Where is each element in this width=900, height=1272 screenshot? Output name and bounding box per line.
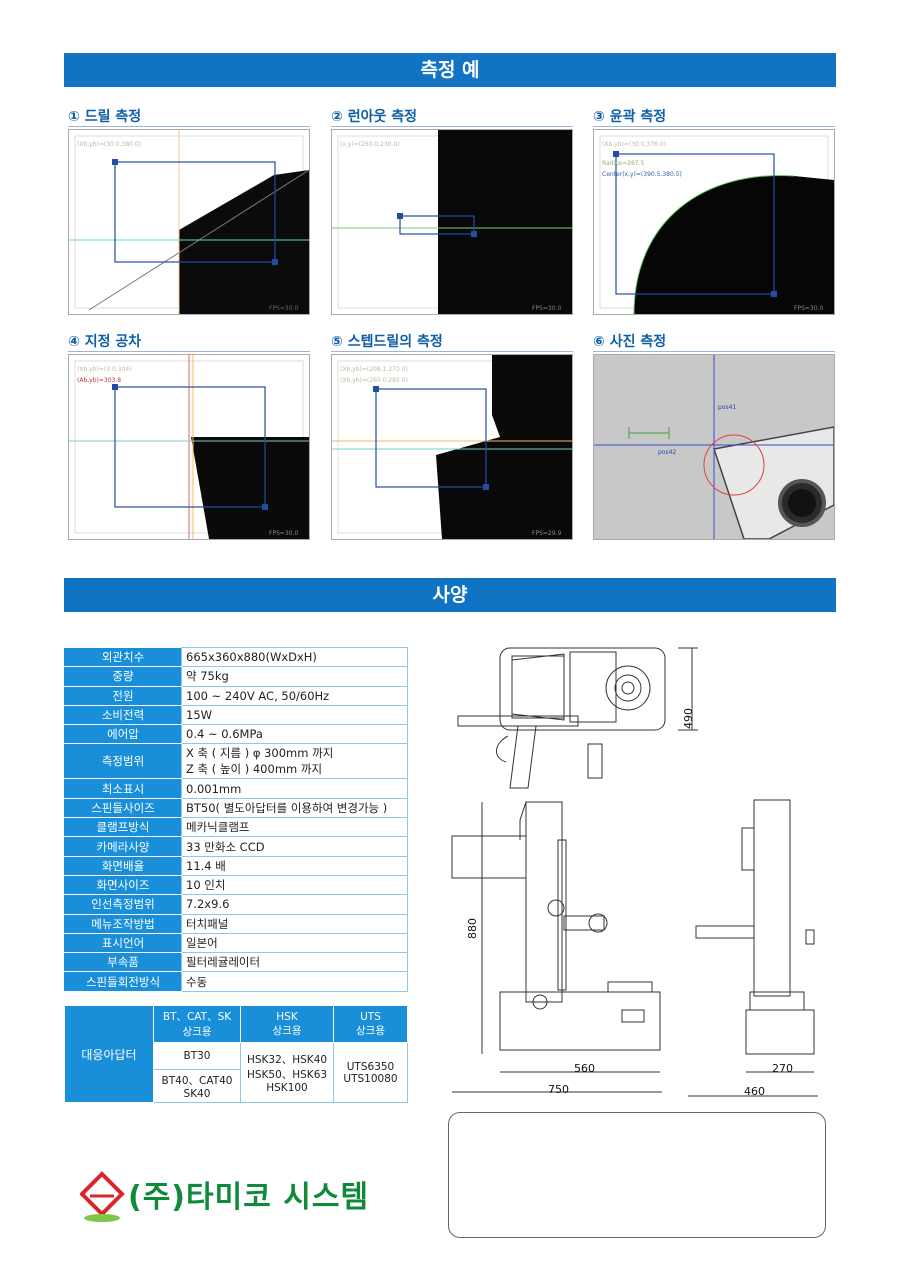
fps-label: FPS=29.9 bbox=[532, 530, 561, 537]
dim-560-label: 560 bbox=[574, 1062, 595, 1075]
section-title-specifications: 사양 bbox=[64, 578, 836, 612]
section-title-measurement: 측정 예 bbox=[64, 53, 836, 87]
runout-measurement-image: (x,y)=(260.0,230.0) FPS=30.0 bbox=[331, 129, 573, 315]
adapter-row-label: 대응아답터 bbox=[64, 1005, 154, 1103]
dim-750-label: 750 bbox=[548, 1083, 569, 1096]
svg-text:(x,y)=(260.0,230.0): (x,y)=(260.0,230.0) bbox=[340, 141, 400, 148]
measurement-label-5: ⑤ 스텝드릴의 측정 bbox=[331, 334, 443, 350]
photo-point-label: pos42 bbox=[658, 449, 676, 456]
dim-270-label: 270 bbox=[772, 1062, 793, 1075]
measurement-label-3: ③ 윤곽 측정 bbox=[593, 109, 667, 125]
svg-text:(Xb,yb)=(30.0,376.0): (Xb,yb)=(30.0,376.0) bbox=[602, 141, 666, 148]
svg-text:(Xb,yb)=(3.0,304): (Xb,yb)=(3.0,304) bbox=[77, 366, 131, 373]
company-logo-icon bbox=[80, 1171, 125, 1222]
contour-measurement-image: (Xb,yb)=(30.0,376.0) Radius=267.5 Center… bbox=[593, 129, 835, 315]
measurement-label-4: ④ 지정 공차 bbox=[68, 334, 142, 350]
photo-point-label: pos41 bbox=[718, 404, 736, 411]
dim-880-label: 880 bbox=[466, 918, 479, 939]
tolerance-measurement-image: (Xb,yb)=(3.0,304) (Ab,yb)=303.8 FPS=30.0 bbox=[68, 354, 310, 540]
fps-label: FPS=30.0 bbox=[794, 305, 823, 312]
fps-label: FPS=30.0 bbox=[269, 530, 298, 537]
measurement-label-2: ② 런아웃 측정 bbox=[331, 109, 418, 125]
svg-text:(Xb,yb)=(260.0,285.0): (Xb,yb)=(260.0,285.0) bbox=[340, 377, 408, 384]
notes-box bbox=[448, 1112, 826, 1238]
measurement-label-6: ⑥ 사진 측정 bbox=[593, 334, 667, 350]
svg-text:Center(x,y)=(390.5,380.5): Center(x,y)=(390.5,380.5) bbox=[602, 171, 682, 178]
drill-measurement-image: (Xb,yb)=(30.0,380.0) FPS=30.0 bbox=[68, 129, 310, 315]
svg-text:(Xb,yb)=(208.1,270.0): (Xb,yb)=(208.1,270.0) bbox=[340, 366, 408, 373]
photo-measurement-image: pos41 pos42 bbox=[593, 354, 835, 540]
svg-text:Radius=267.5: Radius=267.5 bbox=[602, 160, 645, 167]
dim-460-label: 460 bbox=[744, 1085, 765, 1098]
step-drill-measurement-image: (Xb,yb)=(208.1,270.0) (Xb,yb)=(260.0,285… bbox=[331, 354, 573, 540]
machine-dimension-drawing bbox=[451, 647, 818, 1097]
measurement-label-1: ① 드릴 측정 bbox=[68, 109, 142, 125]
fps-label: FPS=30.0 bbox=[532, 305, 561, 312]
company-name: (주)타미코 시스템 bbox=[128, 1180, 370, 1215]
svg-text:(Ab,yb)=303.8: (Ab,yb)=303.8 bbox=[77, 377, 121, 384]
fps-label: FPS=30.0 bbox=[269, 305, 298, 312]
dim-490-label: 490 bbox=[682, 708, 695, 729]
svg-text:(Xb,yb)=(30.0,380.0): (Xb,yb)=(30.0,380.0) bbox=[77, 141, 141, 148]
